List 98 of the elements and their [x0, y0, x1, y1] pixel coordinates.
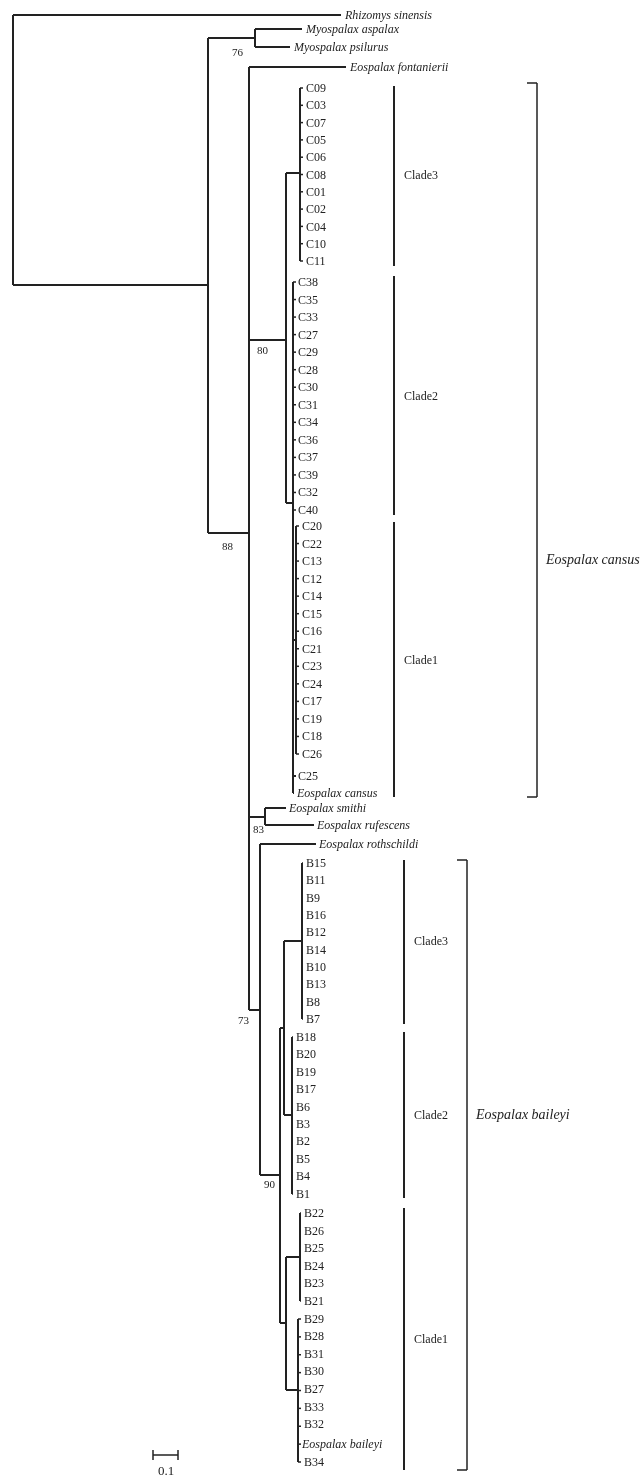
taxon-label: C10	[306, 238, 326, 250]
taxon-label: B34	[304, 1456, 324, 1468]
taxon-label: Eospalax fontanierii	[350, 61, 449, 73]
taxon-label: C27	[298, 329, 318, 341]
taxon-label: B17	[296, 1083, 316, 1095]
taxon-label: B19	[296, 1066, 316, 1078]
taxon-label: Eospalax rothschildi	[319, 838, 419, 850]
taxon-label: B22	[304, 1207, 324, 1219]
bootstrap-value: 88	[222, 540, 233, 552]
clade-label: Clade2	[414, 1109, 448, 1121]
taxon-label: B31	[304, 1348, 324, 1360]
taxon-label: B2	[296, 1135, 310, 1147]
taxon-label: C36	[298, 434, 318, 446]
taxon-label: Myospalax aspalax	[306, 23, 399, 35]
clade-label: Clade2	[404, 390, 438, 402]
taxon-label: B9	[306, 892, 320, 904]
taxon-label: C02	[306, 203, 326, 215]
taxon-label: B32	[304, 1418, 324, 1430]
taxon-label: B18	[296, 1031, 316, 1043]
taxon-label: C39	[298, 469, 318, 481]
scale-label: 0.1	[158, 1463, 175, 1477]
taxon-label: C40	[298, 504, 318, 516]
taxon-label: C21	[302, 643, 322, 655]
taxon-label: C14	[302, 590, 322, 602]
clade-label: Clade1	[404, 654, 438, 666]
taxon-label: B29	[304, 1313, 324, 1325]
taxon-label: Eospalax cansus	[297, 787, 378, 799]
taxon-label: C07	[306, 117, 326, 129]
bootstrap-value: 83	[253, 823, 264, 835]
taxon-label: C19	[302, 713, 322, 725]
taxon-label: C25	[298, 770, 318, 782]
taxon-label: Rhizomys sinensis	[345, 9, 432, 21]
bootstrap-value: 80	[257, 344, 268, 356]
clade-label: Clade1	[414, 1333, 448, 1345]
taxon-label: B4	[296, 1170, 310, 1182]
taxon-label: B3	[296, 1118, 310, 1130]
taxon-label: B21	[304, 1295, 324, 1307]
taxon-label: B20	[296, 1048, 316, 1060]
taxon-label: C22	[302, 538, 322, 550]
taxon-label: Eospalax smithi	[289, 802, 366, 814]
taxon-label: C23	[302, 660, 322, 672]
taxon-label: B16	[306, 909, 326, 921]
taxon-label: C17	[302, 695, 322, 707]
taxon-label: C03	[306, 99, 326, 111]
taxon-label: C05	[306, 134, 326, 146]
taxon-label: C13	[302, 555, 322, 567]
taxon-label: B1	[296, 1188, 310, 1200]
taxon-label: C09	[306, 82, 326, 94]
taxon-label: B13	[306, 978, 326, 990]
taxon-label: B28	[304, 1330, 324, 1342]
species-label: Eospalax cansus	[546, 553, 640, 567]
taxon-label: C24	[302, 678, 322, 690]
taxon-label: B15	[306, 857, 326, 869]
clade-label: Clade3	[404, 169, 438, 181]
taxon-label: C18	[302, 730, 322, 742]
taxon-label: C20	[302, 520, 322, 532]
taxon-label: B30	[304, 1365, 324, 1377]
bootstrap-value: 73	[238, 1014, 249, 1026]
taxon-label: B24	[304, 1260, 324, 1272]
taxon-label: C08	[306, 169, 326, 181]
taxon-label: C06	[306, 151, 326, 163]
taxon-label: C15	[302, 608, 322, 620]
taxon-label: B33	[304, 1401, 324, 1413]
taxon-label: C01	[306, 186, 326, 198]
taxon-label: B14	[306, 944, 326, 956]
taxon-label: B23	[304, 1277, 324, 1289]
taxon-label: C29	[298, 346, 318, 358]
taxon-label: C33	[298, 311, 318, 323]
taxon-label: B7	[306, 1013, 320, 1025]
taxon-label: B11	[306, 874, 326, 886]
taxon-label: C31	[298, 399, 318, 411]
taxon-label: C34	[298, 416, 318, 428]
taxon-label: B12	[306, 926, 326, 938]
taxon-label: C28	[298, 364, 318, 376]
taxon-label: B6	[296, 1101, 310, 1113]
taxon-label: Eospalax rufescens	[317, 819, 410, 831]
bootstrap-value: 76	[232, 46, 243, 58]
taxon-label: C12	[302, 573, 322, 585]
taxon-label: B8	[306, 996, 320, 1008]
taxon-label: Myospalax psilurus	[294, 41, 389, 53]
clade-label: Clade3	[414, 935, 448, 947]
taxon-label: C38	[298, 276, 318, 288]
taxon-label: B5	[296, 1153, 310, 1165]
taxon-label: C26	[302, 748, 322, 760]
taxon-label: Eospalax baileyi	[302, 1438, 383, 1450]
taxon-label: C04	[306, 221, 326, 233]
taxon-label: C16	[302, 625, 322, 637]
taxon-label: C32	[298, 486, 318, 498]
taxon-label: B25	[304, 1242, 324, 1254]
species-label: Eospalax baileyi	[476, 1108, 570, 1122]
taxon-label: C35	[298, 294, 318, 306]
taxon-label: C30	[298, 381, 318, 393]
taxon-label: C11	[306, 255, 326, 267]
bootstrap-value: 90	[264, 1178, 275, 1190]
taxon-label: C37	[298, 451, 318, 463]
taxon-label: B26	[304, 1225, 324, 1237]
taxon-label: B27	[304, 1383, 324, 1395]
taxon-label: B10	[306, 961, 326, 973]
